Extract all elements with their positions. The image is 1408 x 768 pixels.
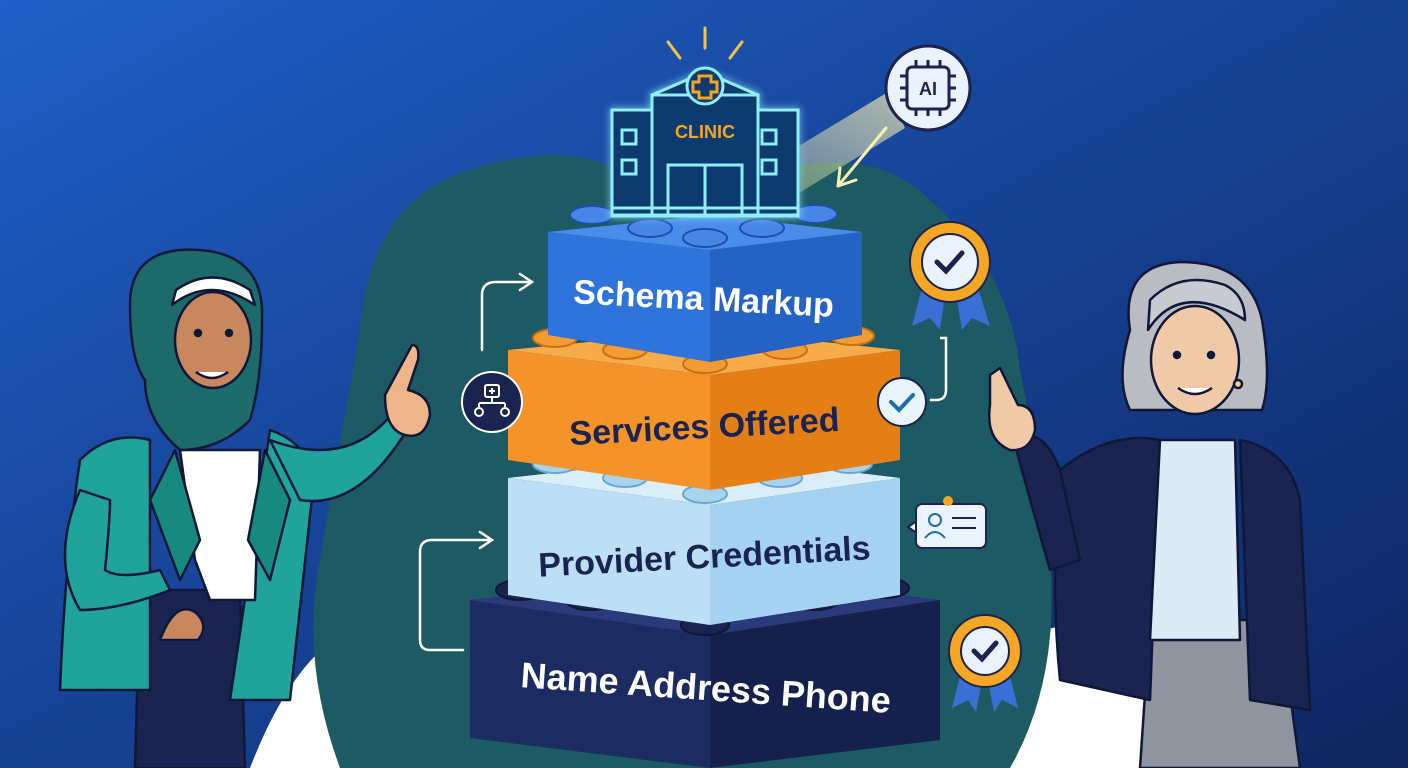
clinic-cross-icon xyxy=(685,66,725,106)
clinic-sign: CLINIC xyxy=(675,122,735,142)
id-card-icon xyxy=(906,496,987,549)
org-chart-icon xyxy=(461,371,523,433)
ai-label: AI xyxy=(919,79,937,99)
ai-chip-icon: AI xyxy=(884,44,972,132)
woman-right-character xyxy=(987,260,1312,768)
clinic-sparkle-icon xyxy=(666,26,744,60)
checkmark-icon xyxy=(877,377,927,427)
woman-left-character xyxy=(58,248,432,768)
ai-arrow xyxy=(836,126,888,188)
award-ribbon-icon xyxy=(909,221,991,330)
layer-schema-markup: Schema Markup xyxy=(548,204,862,362)
connector-line-right xyxy=(930,336,948,402)
connector-arrow-mid xyxy=(418,530,495,652)
clinic-building-icon xyxy=(610,70,800,218)
award-ribbon-icon xyxy=(948,614,1022,712)
connector-arrow-top xyxy=(480,272,535,352)
